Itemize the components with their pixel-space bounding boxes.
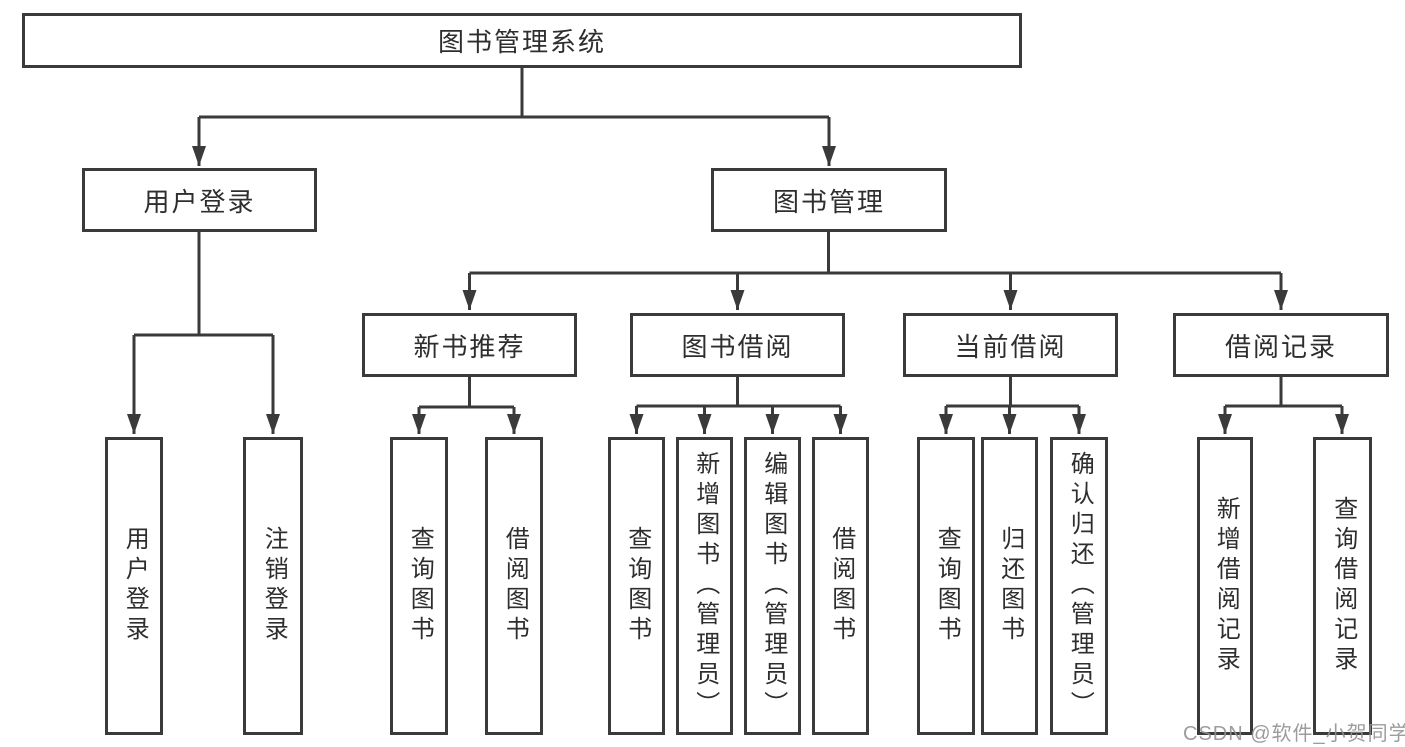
leaf-bb-add-books-admin: 新增图书（管理员） [676, 437, 733, 735]
leaf-user-login: 用户登录 [105, 437, 163, 735]
leaf-rec-borrow-books: 借阅图书 [485, 437, 543, 735]
leaf-bb-borrow-books: 借阅图书 [812, 437, 869, 735]
leaf-bb-query-books: 查询图书 [608, 437, 665, 735]
leaf-logout: 注销登录 [243, 437, 303, 735]
node-user-login: 用户登录 [82, 168, 317, 232]
leaf-cb-query-books: 查询图书 [917, 437, 975, 735]
leaf-cb-confirm-return-admin: 确认归还（管理员） [1050, 437, 1108, 735]
leaf-rec-query-books: 查询图书 [390, 437, 448, 735]
node-current-borrowing: 当前借阅 [903, 313, 1118, 377]
leaf-br-add-record: 新增借阅记录 [1197, 437, 1253, 735]
node-borrowing-records: 借阅记录 [1173, 313, 1389, 377]
leaf-cb-return-books: 归还图书 [981, 437, 1038, 735]
connector-arrows [127, 117, 1349, 434]
leaf-bb-edit-books-admin: 编辑图书（管理员） [744, 437, 801, 735]
node-book-borrowing: 图书借阅 [630, 313, 845, 377]
node-new-book-recommendation: 新书推荐 [362, 313, 577, 377]
node-book-management: 图书管理 [711, 168, 947, 232]
leaf-br-query-record: 查询借阅记录 [1313, 437, 1372, 735]
node-library-management-system: 图书管理系统 [22, 13, 1022, 68]
watermark: CSDN @软件_小贺同学 [1183, 723, 1405, 745]
connector-rails [134, 68, 1342, 409]
